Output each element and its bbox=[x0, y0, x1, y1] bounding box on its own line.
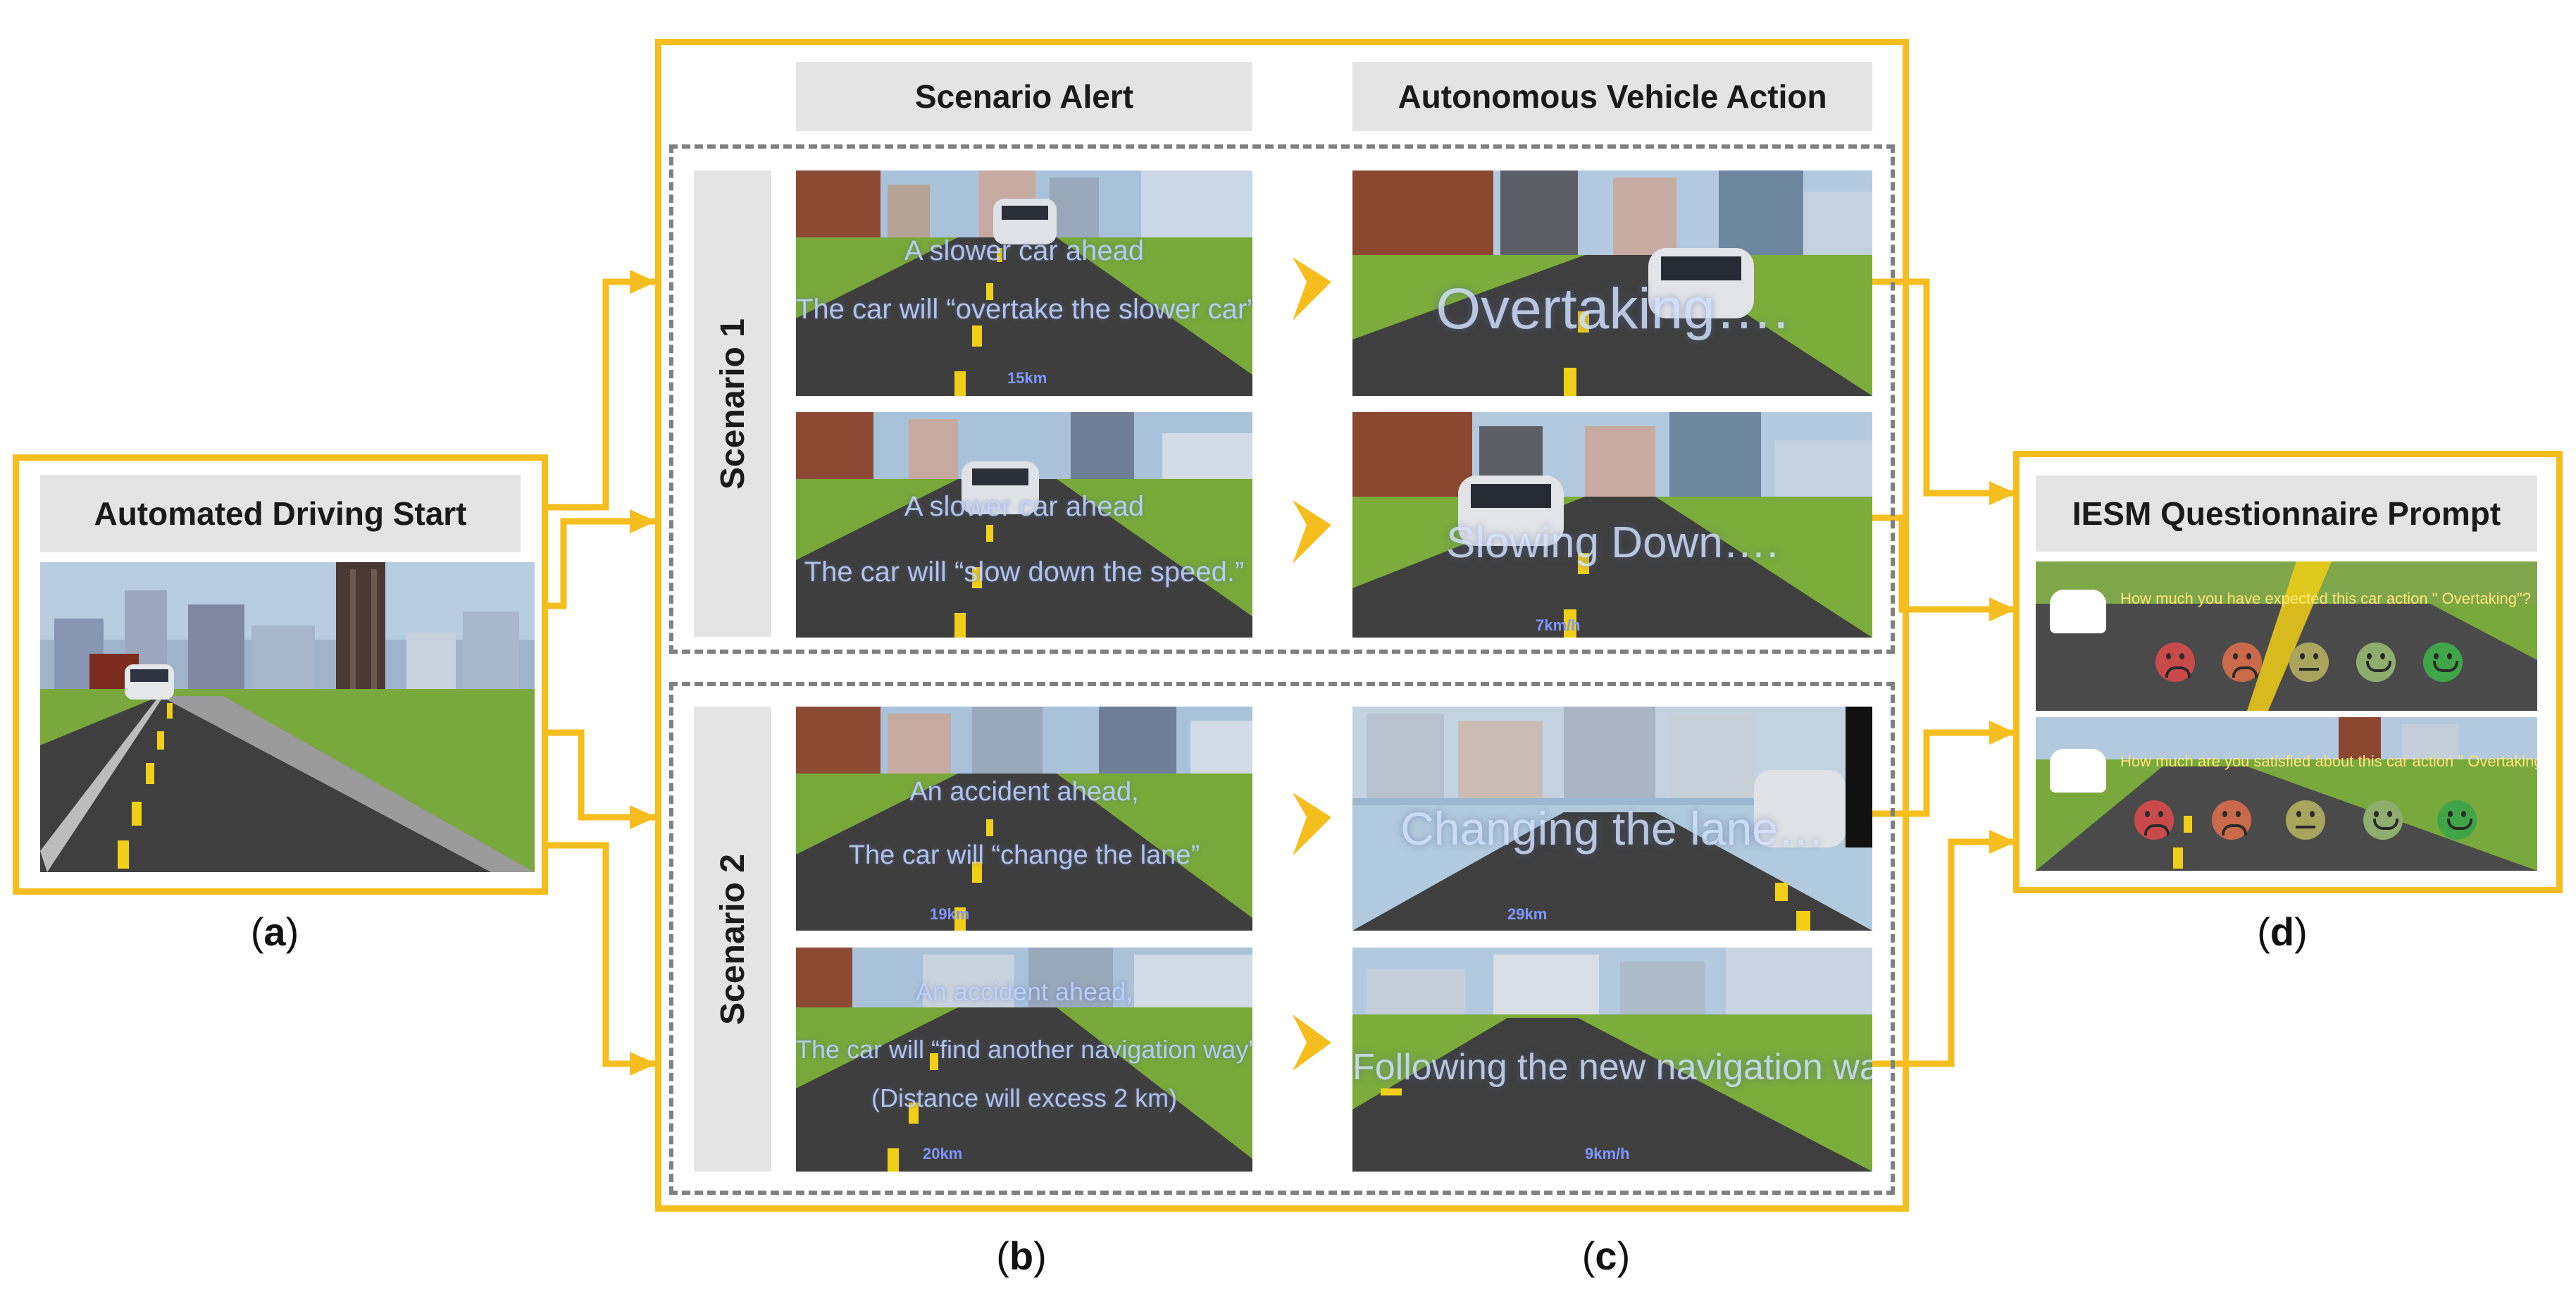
very-unhappy-face-icon[interactable] bbox=[2155, 642, 2195, 682]
alert-line-1: A slower car ahead bbox=[904, 491, 1145, 522]
alert-line-2: The car will “find another navigation wa… bbox=[796, 1035, 1252, 1064]
autonomous-action-header: Autonomous Vehicle Action bbox=[1352, 62, 1872, 131]
alert-line-2: The car will “slow down the speed.” bbox=[804, 557, 1245, 588]
panel-c-caption: (c) bbox=[1581, 1234, 1631, 1278]
arrow-scenario2-row1 bbox=[1293, 793, 1331, 856]
neutral-face-icon[interactable] bbox=[2286, 800, 2325, 840]
alert-line-3: (Distance will excess 2 km) bbox=[871, 1083, 1178, 1112]
alert-line-1: An accident ahead, bbox=[909, 777, 1139, 807]
scenario-2-box bbox=[669, 682, 1895, 1195]
action-overlay-text: Slowing Down…. bbox=[1445, 519, 1779, 567]
very-happy-face-icon[interactable] bbox=[2423, 642, 2463, 682]
action-speed: 7km/h bbox=[1536, 616, 1581, 634]
scenario-2-action-screenshot-1: Changing the lane… 29km bbox=[1352, 707, 1872, 931]
scenario-container bbox=[655, 39, 1909, 1212]
unhappy-face-icon[interactable] bbox=[2212, 800, 2251, 840]
scenario-1-alert-screenshot-2: A slower car ahead The car will “slow do… bbox=[796, 412, 1252, 638]
panel-d-caption: (d) bbox=[2257, 909, 2308, 954]
scenario-1-action-screenshot-2: Slowing Down…. 7km/h bbox=[1352, 412, 1872, 638]
car-avatar-icon bbox=[2050, 749, 2106, 793]
alert-line-1: A slower car ahead bbox=[904, 235, 1145, 266]
scenario-2-label: Scenario 2 bbox=[694, 707, 771, 1172]
very-happy-face-icon[interactable] bbox=[2437, 800, 2477, 840]
scenario-2-alert-screenshot-1: An accident ahead, The car will “change … bbox=[796, 707, 1252, 931]
action-overlay-text: Changing the lane… bbox=[1400, 802, 1824, 855]
scenario-2-alert-screenshot-2: An accident ahead, The car will “find an… bbox=[796, 948, 1252, 1172]
happy-face-icon[interactable] bbox=[2356, 642, 2396, 682]
happy-face-icon[interactable] bbox=[2363, 800, 2403, 840]
alert-line-1: An accident ahead, bbox=[915, 977, 1133, 1006]
scenario-1-label: Scenario 1 bbox=[694, 170, 771, 637]
action-overlay-text: Following the new navigation way…. bbox=[1352, 1047, 1872, 1088]
panel-automated-driving-start bbox=[13, 454, 548, 895]
very-unhappy-face-icon[interactable] bbox=[2134, 800, 2174, 840]
alert-line-2: The car will “overtake the slower car” bbox=[796, 294, 1252, 325]
panel-a-title: Automated Driving Start bbox=[40, 475, 521, 552]
questionnaire-screenshot-satisfied: How much are you satisfied about this ca… bbox=[2036, 717, 2537, 871]
scenario-2-action-screenshot-2: Following the new navigation way…. 9km/h bbox=[1352, 948, 1872, 1172]
action-overlay-text: Overtaking…. bbox=[1436, 277, 1789, 341]
panel-a-caption: (a) bbox=[250, 909, 299, 954]
question-text-expected: How much you have expected this car acti… bbox=[2120, 590, 2532, 607]
arrow-scenario2-row2 bbox=[1293, 1014, 1331, 1071]
alert-line-2: The car will “change the lane” bbox=[848, 840, 1200, 870]
question-text-satisfied: How much are you satisfied about this ca… bbox=[2120, 752, 2537, 770]
questionnaire-screenshot-expected: How much you have expected this car acti… bbox=[2036, 561, 2537, 711]
scenario-alert-header: Scenario Alert bbox=[796, 62, 1252, 131]
alert-speed: 19km bbox=[930, 905, 970, 923]
scenario-1-alert-screenshot-1: A slower car ahead The car will “overtak… bbox=[796, 170, 1252, 396]
action-speed: 9km/h bbox=[1585, 1145, 1630, 1162]
alert-speed: 20km bbox=[923, 1145, 963, 1162]
alert-speed: 15km bbox=[1007, 369, 1047, 387]
arrow-scenario1-row2 bbox=[1293, 500, 1331, 564]
action-speed: 29km bbox=[1507, 905, 1548, 923]
panel-d-title: IESM Questionnaire Prompt bbox=[2036, 476, 2537, 552]
car-avatar-icon bbox=[2050, 590, 2106, 633]
panel-b-caption: (b) bbox=[996, 1234, 1047, 1278]
panel-iesm-questionnaire bbox=[2013, 451, 2563, 893]
driving-start-screenshot bbox=[40, 562, 535, 872]
arrow-scenario1-row1 bbox=[1293, 257, 1331, 321]
unhappy-face-icon[interactable] bbox=[2222, 642, 2262, 682]
neutral-face-icon[interactable] bbox=[2289, 642, 2329, 682]
scenario-1-action-screenshot-1: Overtaking…. bbox=[1352, 170, 1872, 396]
scenario-1-box bbox=[669, 144, 1895, 654]
